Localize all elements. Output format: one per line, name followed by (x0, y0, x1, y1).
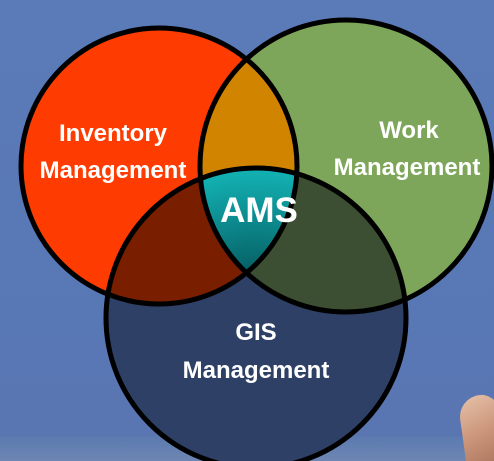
inventory-outline (18, 25, 300, 307)
work-label-line2: Management (334, 154, 481, 181)
work-gis-overlap (200, 168, 406, 312)
inventory-label-line1: Inventory (59, 120, 168, 147)
inventory-gis-overlap (106, 168, 297, 304)
gis-label-line2: Management (183, 357, 330, 384)
gis-outline (103, 165, 409, 461)
gis-label-line1: GIS (235, 319, 276, 346)
work-outline (197, 17, 494, 315)
ams-center-label: AMS (220, 191, 298, 230)
work-label-line1: Work (379, 117, 439, 144)
inventory-label-line2: Management (40, 157, 187, 184)
